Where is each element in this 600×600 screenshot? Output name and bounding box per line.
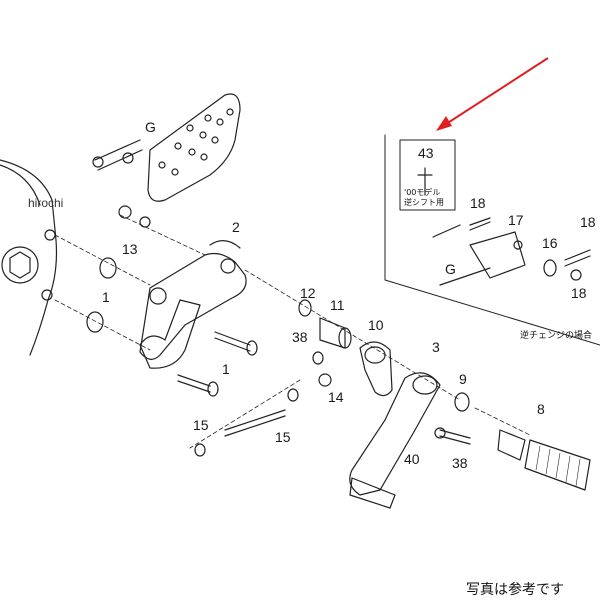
red-arrow [436, 57, 549, 131]
link-arm [359, 341, 393, 397]
nut-9 [454, 392, 470, 412]
main-bracket [139, 240, 247, 360]
label-2: 2 [232, 219, 240, 235]
label-18b: 18 [580, 214, 596, 230]
adjuster-15 [194, 409, 286, 457]
pivot-parts [287, 299, 352, 402]
label-3: 3 [432, 339, 440, 355]
inset-box-line2: 逆シフト用 [404, 198, 444, 207]
label-11: 11 [330, 297, 345, 313]
label-15a: 15 [193, 417, 209, 433]
label-18a: 18 [470, 195, 486, 211]
label-38b: 38 [452, 455, 468, 471]
frame-outline [0, 159, 58, 356]
inset-part-number: 43 [418, 145, 434, 161]
label-g-top: G [145, 119, 156, 135]
label-14: 14 [328, 389, 344, 405]
assembly-axes [54, 214, 531, 449]
label-38a: 38 [292, 329, 308, 345]
footpeg-8 [497, 429, 591, 491]
spacers [86, 205, 151, 333]
inset-caption: 逆チェンジの場合 [520, 331, 593, 341]
label-15b: 15 [275, 429, 291, 445]
label-g-inset: G [445, 261, 456, 277]
bolt-38 [434, 427, 471, 445]
inset-parts [417, 167, 591, 286]
label-1a: 1 [102, 289, 110, 305]
label-12: 12 [300, 285, 316, 301]
label-16: 16 [542, 235, 558, 251]
step-arm [139, 299, 201, 369]
label-10: 10 [368, 317, 384, 333]
label-8: 8 [537, 401, 545, 417]
label-9: 9 [459, 371, 467, 387]
shift-lever [349, 372, 441, 509]
watermark: hirochi [28, 196, 64, 210]
label-13: 13 [122, 241, 138, 257]
label-18c: 18 [571, 285, 587, 301]
bolts-1 [177, 331, 258, 397]
heel-plate [92, 93, 241, 202]
label-40: 40 [404, 451, 420, 467]
label-17: 17 [508, 212, 524, 228]
inset-box-line1: '00モデル [404, 188, 441, 197]
inset-frame [384, 134, 600, 346]
label-1b: 1 [222, 361, 230, 377]
reference-photo-note: 写真は参考です [466, 582, 564, 598]
